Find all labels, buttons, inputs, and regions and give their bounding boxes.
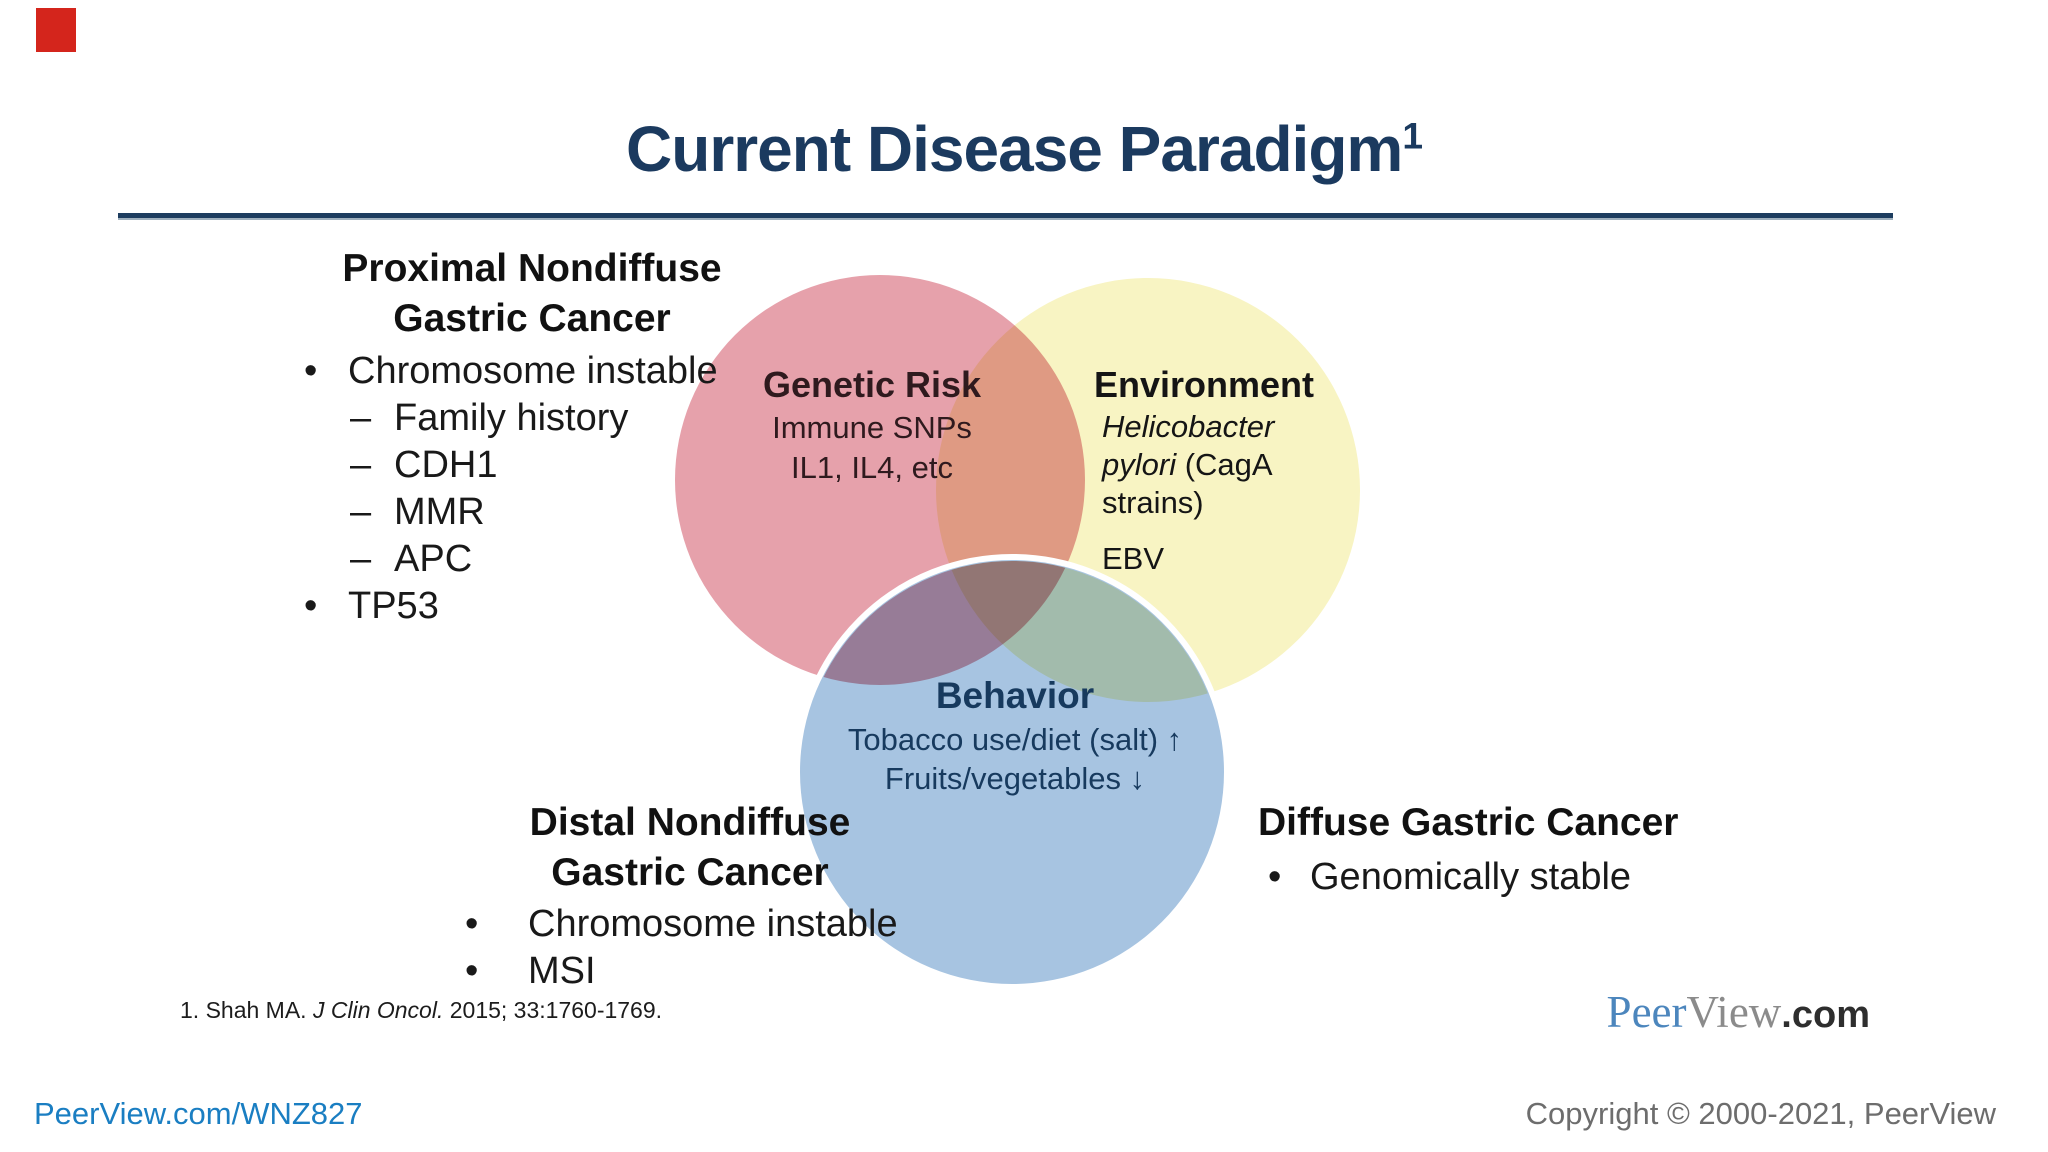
environment-line4: EBV xyxy=(1102,541,1165,576)
distal-title-line1: Distal Nondiffuse xyxy=(529,801,851,844)
list-item-text: TP53 xyxy=(348,585,439,627)
behavior-circle xyxy=(800,560,1224,984)
bullet-marker: • xyxy=(304,350,318,392)
environment-label-group: Environment Helicobacter pylori (CagA st… xyxy=(1094,362,1434,578)
list-item: • Chromosome instable xyxy=(304,348,812,395)
page-title: Current Disease Paradigm1 xyxy=(0,112,2048,186)
list-item: • TP53 xyxy=(304,583,812,630)
proximal-title-line2: Gastric Cancer xyxy=(393,297,671,340)
copyright-text: Copyright © 2000-2021, PeerView xyxy=(1525,1096,1996,1131)
proximal-title-line1: Proximal Nondiffuse xyxy=(342,247,722,290)
dash-marker: – xyxy=(350,538,372,580)
list-item-text: Family history xyxy=(394,397,629,439)
list-item: • MSI xyxy=(465,948,960,995)
environment-line3: strains) xyxy=(1102,485,1204,520)
genetic-risk-line2: IL1, IL4, etc xyxy=(791,450,953,485)
environment-line2: pylori (CagA xyxy=(1094,446,1434,484)
page-title-text: Current Disease Paradigm xyxy=(626,113,1403,185)
reference-post: 2015; 33:1760-1769. xyxy=(443,997,663,1023)
environment-line1: Helicobacter xyxy=(1102,409,1275,444)
dash-marker: – xyxy=(350,444,372,486)
bullet-marker: • xyxy=(465,950,479,992)
peerview-logo: PeerView.com xyxy=(1607,986,1870,1038)
behavior-line2: Fruits/vegetables ↓ xyxy=(884,761,1146,796)
list-item-text: Chromosome instable xyxy=(528,903,898,945)
behavior-title: Behavior xyxy=(935,675,1095,716)
proximal-list: •Chromosome instable –Family history –CD… xyxy=(252,348,812,630)
title-divider xyxy=(118,213,1893,220)
list-item: • Chromosome instable xyxy=(465,901,960,948)
distal-title-line2: Gastric Cancer xyxy=(551,851,829,894)
list-item-text: MSI xyxy=(528,950,596,992)
list-item-text: Chromosome instable xyxy=(348,350,718,392)
list-item: • Genomically stable xyxy=(1268,854,1758,901)
list-item-text: CDH1 xyxy=(394,444,498,486)
environment-title: Environment xyxy=(1094,364,1315,405)
diffuse-list: • Genomically stable xyxy=(1258,854,1758,901)
logo-peer: Peer xyxy=(1606,987,1687,1037)
proximal-block: Proximal Nondiffuse Gastric Cancer • Chro… xyxy=(252,244,812,630)
bullet-marker: • xyxy=(465,903,479,945)
distal-block: Distal Nondiffuse Gastric Cancer • Chromo… xyxy=(420,798,960,995)
dash-marker: – xyxy=(350,491,372,533)
list-item-text: MMR xyxy=(394,491,485,533)
behavior-label-group: Behavior Tobacco use/diet (salt) ↑ Fruit… xyxy=(760,672,1270,798)
bullet-marker: • xyxy=(304,585,318,627)
dash-marker: – xyxy=(350,397,372,439)
diffuse-title: Diffuse Gastric Cancer xyxy=(1258,801,1679,844)
list-item-text: Genomically stable xyxy=(1310,856,1632,898)
behavior-line1: Tobacco use/diet (salt) ↑ xyxy=(847,722,1183,757)
reference-pre: 1. Shah MA. xyxy=(180,997,313,1023)
genetic-risk-label-group: Genetic Risk Immune SNPs IL1, IL4, etc xyxy=(662,362,1082,488)
behavior-circle-rim xyxy=(794,554,1230,990)
reference-journal: J Clin Oncol. xyxy=(312,997,444,1023)
genetic-risk-line1: Immune SNPs xyxy=(772,410,972,445)
environment-line2-italic: pylori xyxy=(1102,447,1177,482)
list-item: –Family history xyxy=(350,395,812,442)
diffuse-block: Diffuse Gastric Cancer • Genomically stab… xyxy=(1258,798,1758,901)
list-item: –MMR xyxy=(350,489,812,536)
list-item: –APC xyxy=(350,536,812,583)
list-item-text: APC xyxy=(394,538,473,580)
genetic-risk-title: Genetic Risk xyxy=(762,364,982,405)
bullet-marker: • xyxy=(1268,856,1282,898)
logo-view: View xyxy=(1686,987,1782,1037)
red-corner-marker xyxy=(36,8,76,52)
reference-citation: 1. Shah MA. J Clin Oncol. 2015; 33:1760-… xyxy=(180,997,662,1024)
distal-list: • Chromosome instable • MSI xyxy=(420,901,960,995)
environment-line2-rest: (CagA xyxy=(1176,447,1273,482)
list-item: –CDH1 xyxy=(350,442,812,489)
footer-program-link[interactable]: PeerView.com/WNZ827 xyxy=(34,1096,363,1131)
page-title-superscript: 1 xyxy=(1402,114,1423,157)
logo-com: .com xyxy=(1781,994,1870,1036)
